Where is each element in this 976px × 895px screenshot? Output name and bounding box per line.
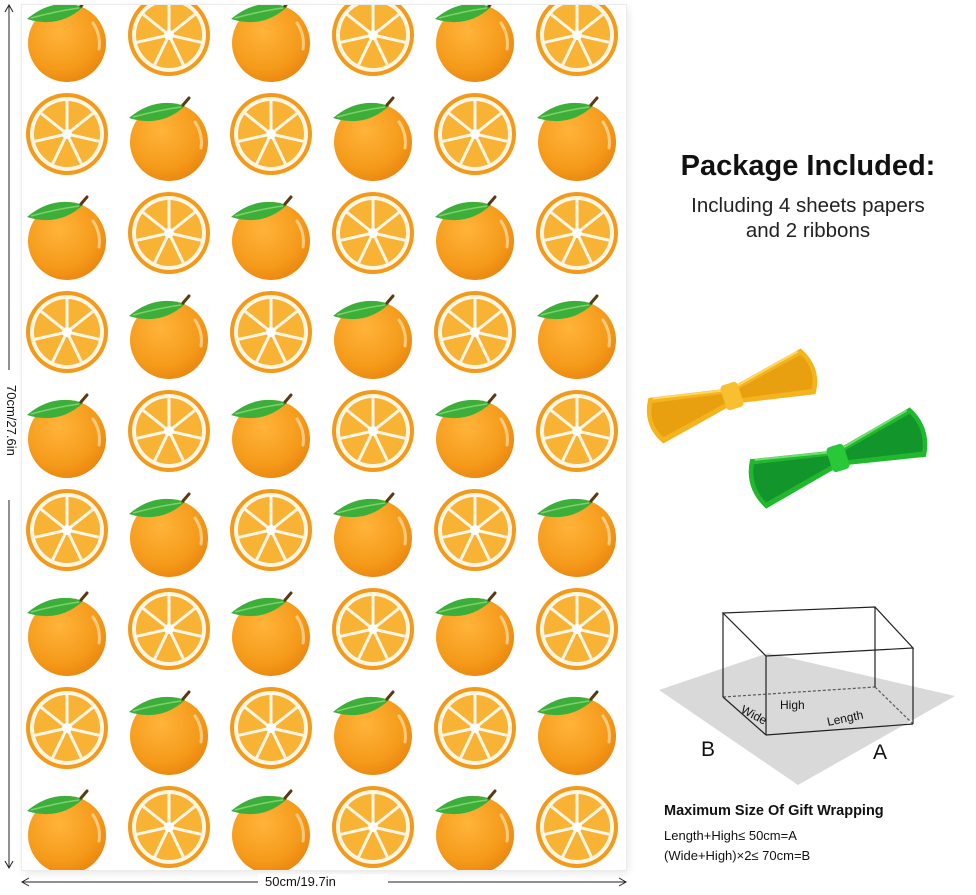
corner-a-label: A bbox=[873, 741, 887, 764]
ribbons-image bbox=[646, 348, 928, 509]
box-shadow bbox=[659, 653, 955, 785]
package-line-1: Including 4 sheets papers bbox=[691, 194, 925, 217]
green-ribbon bbox=[748, 407, 928, 509]
package-title: Package Included: bbox=[680, 150, 936, 182]
max-size-rule-b: (Wide+High)×2≤ 70cm=B bbox=[664, 848, 811, 863]
max-size-rule-a: Length+High≤ 50cm=A bbox=[664, 828, 797, 843]
high-label: High bbox=[780, 698, 805, 712]
height-dimension-label: 70cm/27.6in bbox=[4, 385, 19, 456]
package-description: Including 4 sheets papers and 2 ribbons bbox=[640, 193, 976, 243]
gift-box-diagram: High Wide Length B A bbox=[659, 606, 955, 785]
max-size-title: Maximum Size Of Gift Wrapping bbox=[664, 803, 884, 819]
width-dimension-label: 50cm/19.7in bbox=[265, 874, 336, 889]
box-outline bbox=[721, 606, 915, 736]
wrapping-paper-sheet bbox=[22, 5, 626, 870]
package-line-2: and 2 ribbons bbox=[745, 219, 871, 242]
corner-b-label: B bbox=[701, 738, 715, 761]
yellow-ribbon bbox=[646, 348, 818, 444]
